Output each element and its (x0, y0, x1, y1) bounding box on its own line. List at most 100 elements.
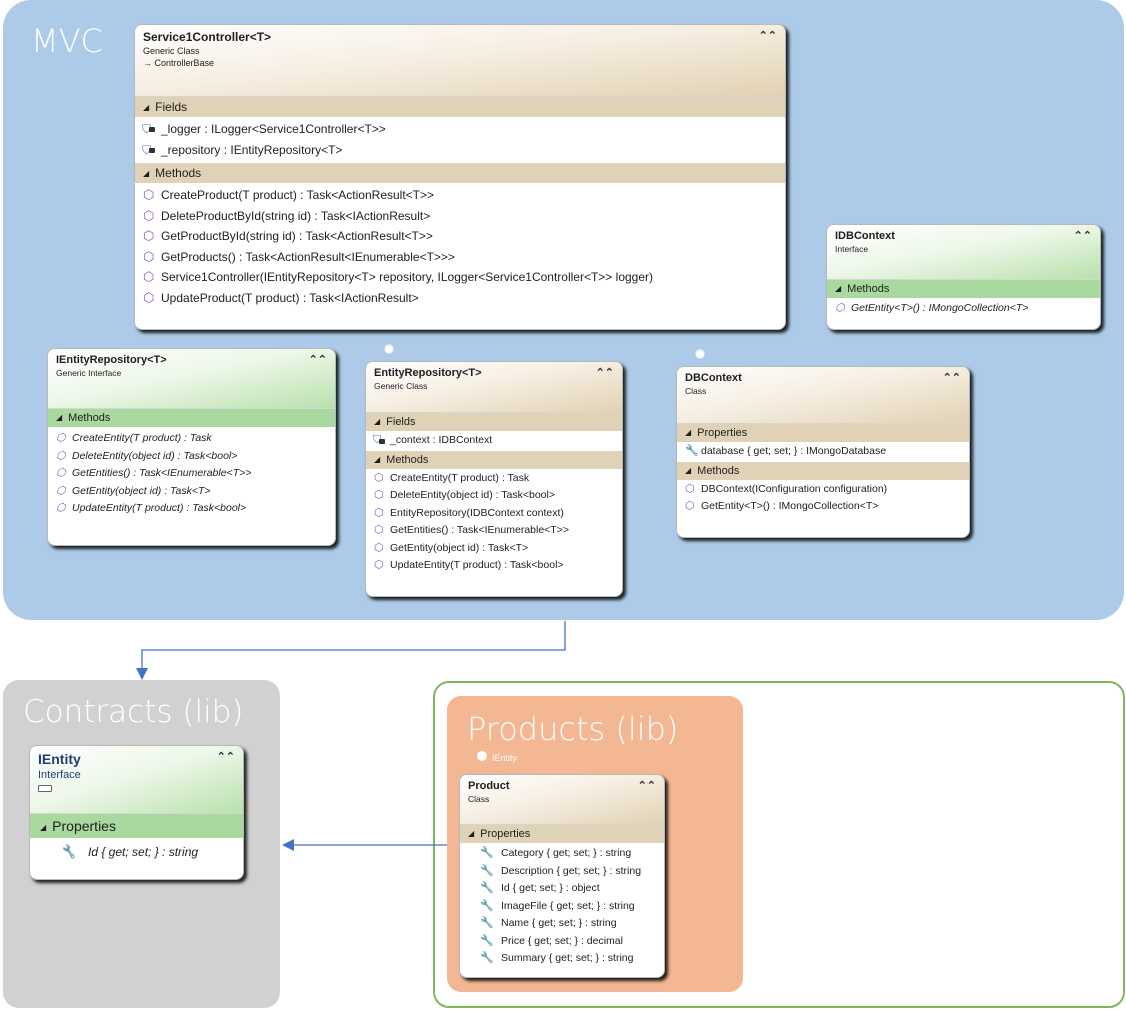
mvc-to-contracts-arrowhead (136, 668, 148, 680)
section-properties-header[interactable]: ◢ Properties (677, 424, 969, 442)
section-title: Fields (155, 100, 188, 114)
lock-icon (149, 147, 155, 153)
section-title: Methods (847, 283, 890, 295)
class-kind: Generic Class (143, 46, 200, 56)
collapse-chevrons-icon[interactable]: ⌃⌃ (308, 354, 327, 366)
section-toggle-icon[interactable]: ◢ (374, 454, 381, 464)
private-field-icon: ⛉ (142, 122, 152, 136)
collapse-chevrons-icon[interactable]: ⌃⌃ (758, 30, 777, 42)
section-methods-header[interactable]: ◢Methods (135, 163, 785, 183)
interface-idbcontext[interactable]: IDBContext Interface ⌃⌃ ◢Methods ⬡GetEnt… (826, 224, 1101, 330)
products-to-contracts-arrowhead (282, 839, 294, 851)
section-methods-header[interactable]: ◢Methods (677, 461, 969, 480)
section-title: Properties (52, 818, 116, 834)
class-kind: Class (685, 386, 707, 396)
property-item: 🔧Id { get; set; } : object (460, 880, 664, 898)
interface-ientity-repository[interactable]: IEntityRepository<T> Generic Interface ⌃… (47, 348, 336, 546)
property-item: 🔧Category { get; set; } : string (460, 845, 664, 863)
field-item: ⛉_logger : ILogger<Service1Controller<T>… (135, 119, 785, 140)
method-item: ⬡DeleteEntity(object id) : Task<bool> (48, 448, 335, 466)
interface-lollipop-icon (384, 344, 394, 354)
section-toggle-icon[interactable]: ◢ (143, 103, 150, 112)
interface-ientity[interactable]: IEntity Interface ⌃⌃ ◢ Properties 🔧Id { g… (29, 745, 244, 880)
section-toggle-icon[interactable]: ◢ (56, 413, 63, 422)
section-toggle-icon[interactable]: ◢ (374, 417, 381, 426)
section-title: Properties (480, 828, 531, 840)
class-name: Service1Controller<T> (143, 30, 272, 44)
class-name: IEntityRepository<T> (56, 354, 167, 366)
section-methods-header[interactable]: ◢ Methods (827, 280, 1100, 298)
private-field-icon: ⛉ (142, 142, 152, 157)
method-cube-icon: ⬡ (143, 289, 155, 305)
wrench-icon: 🔧 (60, 844, 77, 859)
collapse-chevrons-icon[interactable]: ⌃⌃ (637, 780, 656, 792)
method-item: ⬡GetEntities() : Task<IEnumerable<T>> (366, 522, 622, 540)
class-service1-controller[interactable]: Service1Controller<T> Generic Class → Co… (134, 24, 786, 330)
lock-icon (149, 127, 155, 132)
method-item: ⬡GetProductById(string id) : Task<Action… (135, 226, 785, 247)
section-toggle-icon[interactable]: ◢ (143, 169, 150, 178)
section-fields-header[interactable]: ◢ Fields (135, 97, 785, 117)
method-item: ⬡DeleteProductById(string id) : Task<IAc… (135, 206, 785, 227)
method-cube-icon: ⬡ (374, 559, 384, 571)
collapse-chevrons-icon[interactable]: ⌃⌃ (595, 367, 614, 379)
contracts-group-label: Contracts (lib) (23, 694, 244, 730)
wrench-icon: 🔧 (480, 847, 494, 859)
class-kind: Class (468, 794, 490, 804)
class-header: IEntityRepository<T> Generic Interface ⌃… (48, 349, 335, 409)
method-cube-icon: ⬡ (56, 484, 66, 497)
private-field-icon: ⛉ (373, 434, 382, 446)
method-cube-icon: ⬡ (143, 187, 155, 202)
property-item: 🔧Description { get; set; } : string (460, 863, 664, 881)
class-product[interactable]: Product Class ⌃⌃ ◢ Properties 🔧Category {… (459, 774, 665, 978)
section-title: Methods (68, 412, 111, 424)
method-cube-icon: ⬡ (374, 524, 384, 536)
section-title: Methods (386, 453, 429, 466)
collapse-chevrons-icon[interactable]: ⌃⌃ (942, 372, 961, 384)
section-toggle-icon[interactable]: ◢ (40, 823, 47, 832)
class-header: IDBContext Interface ⌃⌃ (827, 225, 1100, 280)
wrench-icon: 🔧 (685, 445, 699, 457)
section-title: Properties (697, 427, 748, 439)
wrench-icon: 🔧 (480, 899, 494, 912)
class-kind: Interface (835, 244, 869, 254)
method-cube-icon: ⬡ (835, 302, 845, 314)
section-toggle-icon[interactable]: ◢ (685, 465, 692, 475)
class-base-type: → ControllerBase (143, 58, 215, 68)
method-cube-icon: ⬡ (374, 489, 384, 501)
method-cube-icon: ⬡ (56, 467, 66, 479)
class-dbcontext[interactable]: DBContext Class ⌃⌃ ◢Properties 🔧database… (676, 366, 970, 538)
method-item: ⬡GetEntities() : Task<IEnumerable<T>> (48, 465, 335, 483)
method-cube-icon: ⬡ (374, 506, 384, 519)
section-toggle-icon[interactable]: ◢ (685, 428, 692, 437)
class-header: Product Class ⌃⌃ (460, 775, 664, 825)
section-properties-header[interactable]: ◢ Properties (460, 825, 664, 843)
method-cube-icon: ⬡ (374, 471, 384, 484)
class-header: IEntity Interface ⌃⌃ (30, 746, 243, 814)
property-item: 🔧ImageFile { get; set; } : string (460, 898, 664, 916)
collapse-chevrons-icon[interactable]: ⌃⌃ (216, 751, 235, 763)
wrench-icon: 🔧 (480, 952, 494, 964)
method-item: ⬡CreateEntity(T product) : Task (366, 470, 622, 488)
method-cube-icon: ⬡ (143, 248, 155, 264)
section-toggle-icon[interactable]: ◢ (468, 829, 475, 838)
interface-lollipop-label: IEntity (492, 753, 518, 763)
collapse-chevrons-icon[interactable]: ⌃⌃ (1073, 230, 1092, 242)
method-cube-icon: ⬡ (56, 449, 66, 462)
wrench-icon: 🔧 (480, 882, 494, 894)
property-item: 🔧Summary { get; set; } : string (460, 950, 664, 968)
class-name: DBContext (685, 372, 742, 384)
class-header: EntityRepository<T> Generic Class ⌃⌃ (366, 362, 622, 413)
property-item: 🔧Id { get; set; } : string (30, 842, 243, 863)
class-header: Service1Controller<T> Generic Class → Co… (135, 25, 785, 97)
method-item: ⬡DBContext(IConfiguration configuration) (677, 481, 969, 499)
class-entity-repository[interactable]: EntityRepository<T> Generic Class ⌃⌃ ◢Fi… (365, 361, 623, 597)
section-toggle-icon[interactable]: ◢ (835, 284, 842, 293)
method-item: ⬡UpdateEntity(T product) : Task<bool> (48, 500, 335, 518)
class-name: EntityRepository<T> (374, 367, 482, 379)
section-methods-header[interactable]: ◢ Methods (366, 450, 622, 469)
method-cube-icon: ⬡ (56, 432, 66, 444)
section-methods-header[interactable]: ◢ Methods (48, 409, 335, 427)
section-properties-header[interactable]: ◢ Properties (30, 814, 243, 838)
section-fields-header[interactable]: ◢Fields (366, 413, 622, 431)
